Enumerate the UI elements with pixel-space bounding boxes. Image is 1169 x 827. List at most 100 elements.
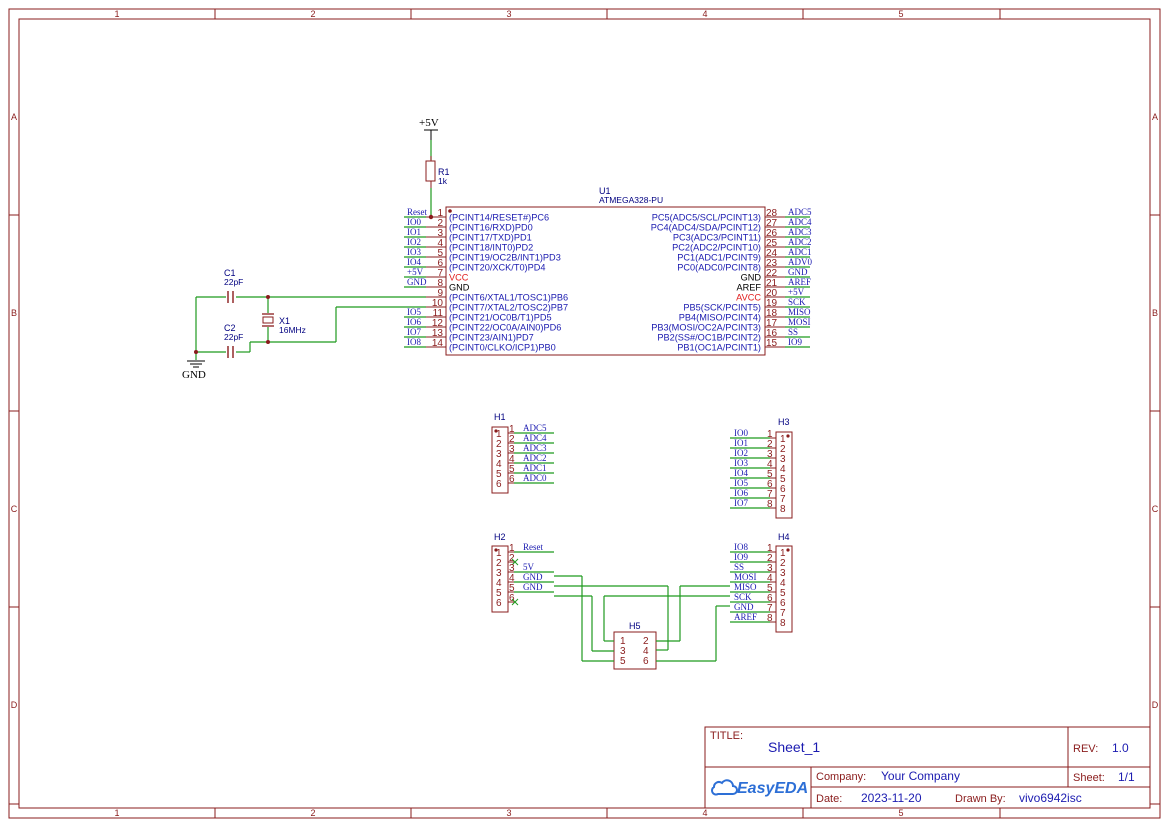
capacitor-c2[interactable]: C2 22pF	[224, 323, 243, 358]
u1-pin-number: 23	[766, 258, 778, 269]
h2-ref: H2	[494, 532, 506, 542]
u1-pin-name: PB2(SS#/OC1B/PCINT2)	[657, 333, 761, 343]
h5-pin-6: 6	[643, 656, 649, 667]
capacitor-c1[interactable]: C1 22pF	[224, 268, 243, 303]
u1-ref: U1	[599, 186, 611, 196]
r1-value: 1k	[438, 176, 448, 186]
u1-pin-name: (PCINT14/RESET#)PC6	[449, 213, 549, 223]
zone-col-label: 2	[310, 808, 315, 818]
u1-pin-name: (PCINT17/TXD)PD1	[449, 233, 532, 243]
u1-pin-name: PB5(SCK/PCINT5)	[683, 303, 761, 313]
h1-pin-number: 3	[496, 449, 502, 460]
h5-pin-2: 2	[643, 636, 649, 647]
net-label: AREF	[734, 612, 757, 622]
net-label: GND	[788, 267, 808, 277]
u1-pin-number: 26	[766, 228, 778, 239]
net-label: ADC2	[523, 453, 547, 463]
date-value: 2023-11-20	[861, 791, 922, 805]
net-label: IO6	[407, 317, 421, 327]
net-label: MOSI	[734, 572, 757, 582]
sheet-value: 1/1	[1118, 770, 1135, 784]
u1-pin-name: PC3(ADC3/PCINT11)	[673, 233, 761, 243]
h3-pin-number: 4	[767, 459, 773, 470]
vcc-power-symbol[interactable]: +5V	[419, 117, 439, 140]
h3-pin-number: 3	[767, 449, 773, 460]
net-label: ADC3	[788, 227, 812, 237]
header-h5[interactable]: H5 1 2 3 4 5 6	[613, 621, 657, 670]
h3-pin-number: 2	[767, 439, 773, 450]
zone-col-label: 1	[114, 9, 119, 19]
h3-pin-number: 6	[767, 479, 773, 490]
u1-pin-number: 6	[437, 258, 443, 269]
u1-pin-name: (PCINT0/CLKO/ICP1)PB0	[449, 343, 556, 353]
u1-pin-number: 12	[432, 318, 444, 329]
crystal-x1[interactable]: X1 16MHz	[262, 313, 306, 335]
zone-col-label: 5	[898, 808, 903, 818]
net-label: AREF	[788, 277, 811, 287]
net-label: GND	[523, 572, 543, 582]
resistor-r1[interactable]: R1 1k	[425, 156, 450, 188]
h2-pin-number: 1	[496, 548, 502, 559]
u1-pin-number: 2	[437, 218, 443, 229]
easyeda-logo: EasyEDA	[711, 779, 808, 797]
gnd-label: GND	[182, 369, 206, 381]
u1-pin-name: (PCINT16/RXD)PD0	[449, 223, 533, 233]
company-label: Company:	[816, 771, 866, 783]
h2-pin-number: 3	[509, 563, 515, 574]
net-label: IO3	[734, 458, 748, 468]
net-label: GND	[523, 582, 543, 592]
u1-pin-number: 1	[437, 208, 443, 219]
u1-pin-name: PC0(ADC0/PCINT8)	[677, 263, 761, 273]
h3-ref: H3	[778, 417, 790, 427]
u1-pin-name: (PCINT6/XTAL1/TOSC1)PB6	[449, 293, 568, 303]
h2-pin-number: 1	[509, 543, 515, 554]
rev-value: 1.0	[1112, 741, 1129, 755]
h1-pin-number: 1	[509, 424, 515, 435]
h3-pin-number: 8	[780, 504, 786, 515]
zone-col-label: 2	[310, 9, 315, 19]
u1-pin-number: 15	[766, 338, 778, 349]
net-label: +5V	[788, 287, 805, 297]
zone-row-label: B	[1152, 308, 1158, 318]
vcc-label: +5V	[419, 117, 439, 129]
h2-pin-number: 4	[509, 573, 515, 584]
net-label: IO0	[734, 428, 748, 438]
h4-pin-number: 7	[780, 608, 786, 619]
zone-col-label: 3	[506, 808, 511, 818]
u1-pin-number: 9	[437, 288, 443, 299]
h5-pin-3: 3	[620, 646, 626, 657]
h3-pin-number: 7	[767, 489, 773, 500]
u1-pin-name: (PCINT18/INT0)PD2	[449, 243, 533, 253]
title-block: TITLE: Sheet_1 REV: 1.0 Company: Your Co…	[704, 726, 1151, 809]
c1-value: 22pF	[224, 277, 243, 287]
icsp-wiring	[554, 575, 730, 662]
zone-row-label: B	[11, 308, 17, 318]
header-h3[interactable]: H311IO022IO133IO244IO355IO466IO577IO688I…	[730, 417, 793, 519]
h1-pin-number: 5	[496, 469, 502, 480]
net-label: IO9	[734, 552, 748, 562]
net-label: SS	[788, 327, 798, 337]
h4-pin-number: 2	[767, 553, 773, 564]
h3-pin-number: 6	[780, 484, 786, 495]
net-label: ADV0	[788, 257, 812, 267]
date-label: Date:	[816, 793, 842, 805]
net-label: ADC1	[788, 247, 812, 257]
sheet-title: Sheet_1	[768, 739, 820, 755]
ground-symbol[interactable]: GND	[182, 360, 206, 381]
zone-col-label: 4	[702, 9, 707, 19]
company-value: Your Company	[881, 769, 960, 783]
h4-pin-number: 8	[780, 618, 786, 629]
x1-value: 16MHz	[279, 325, 306, 335]
u1-pin-number: 21	[766, 278, 778, 289]
mcu-u1[interactable]: U1 ATMEGA328-PU 1(PCINT14/RESET#)PC6Rese…	[404, 186, 812, 356]
net-label: SS	[734, 562, 744, 572]
u1-pin-number: 11	[433, 308, 444, 319]
x1-ref: X1	[279, 316, 290, 326]
net-label: IO4	[407, 257, 421, 267]
header-h4[interactable]: H411IO822IO933SS44MOSI55MISO66SCK77GND88…	[730, 532, 793, 633]
u1-pin-name: PB1(OC1A/PCINT1)	[677, 343, 761, 353]
net-label: IO7	[407, 327, 421, 337]
h3-pin-number: 2	[780, 444, 786, 455]
